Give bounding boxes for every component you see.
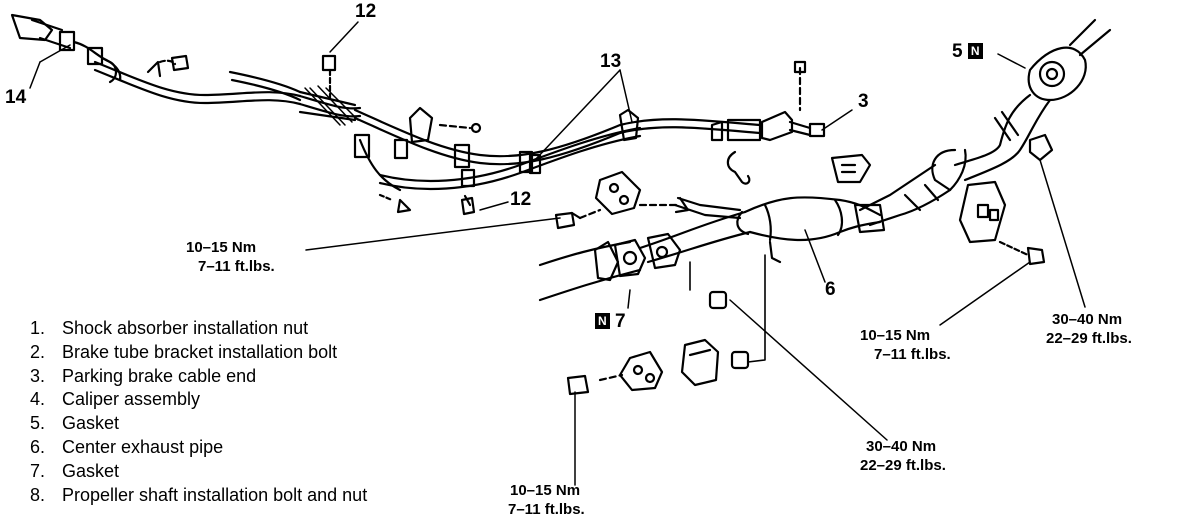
torque-nm: 10–15 Nm <box>510 482 581 499</box>
callout-12-bottom: 12 <box>510 189 532 210</box>
callout-7-number: 7 <box>614 311 626 332</box>
torque-ftlbs: 7–11 ft.lbs. <box>508 501 585 518</box>
legend-number: 8. <box>30 484 46 505</box>
torque-nm: 30–40 Nm <box>866 438 937 455</box>
callout-13: 13 <box>600 51 622 72</box>
torque-spec: 10–15 Nm 7–11 ft.lbs. <box>508 481 585 518</box>
legend-item: 3. Parking brake cable end <box>30 365 367 389</box>
legend-text: Gasket <box>62 460 120 481</box>
n-badge-icon: N <box>967 43 983 59</box>
legend-text: Gasket <box>62 413 120 434</box>
legend-item: 5. Gasket <box>30 412 367 436</box>
leader-lines <box>29 21 1086 486</box>
legend-text: Caliper assembly <box>62 389 201 410</box>
torque-spec: 30–40 Nm 22–29 ft.lbs. <box>1046 310 1132 348</box>
torque-nm: 10–15 Nm <box>860 327 931 344</box>
legend-item: 6. Center exhaust pipe <box>30 436 367 460</box>
torque-ftlbs: 22–29 ft.lbs. <box>1046 330 1132 347</box>
torque-spec: 30–40 Nm 22–29 ft.lbs. <box>860 437 946 475</box>
torque-spec: 10–15 Nm 7–11 ft.lbs. <box>186 238 275 276</box>
callout-3: 3 <box>858 91 869 112</box>
legend-number: 2. <box>30 341 46 362</box>
rear-exhaust-right <box>858 18 1112 266</box>
legend-item: 4. Caliper assembly <box>30 388 367 412</box>
torque-ftlbs: 7–11 ft.lbs. <box>198 258 275 275</box>
callout-12-top: 12 <box>355 1 377 22</box>
legend-item: 8. Propeller shaft installation bolt and … <box>30 484 367 508</box>
callout-7: N 7 <box>595 312 626 331</box>
hangers <box>554 170 750 396</box>
callout-6: 6 <box>825 279 836 300</box>
legend-number: 1. <box>30 318 46 338</box>
legend-number: 5. <box>30 413 46 434</box>
torque-ftlbs: 22–29 ft.lbs. <box>860 457 946 474</box>
torque-spec: 10–15 Nm 7–11 ft.lbs. <box>860 326 951 364</box>
legend-text: Brake tube bracket installation bolt <box>62 341 338 362</box>
legend-item: 1. Shock absorber installation nut <box>30 317 367 341</box>
callout-5-number: 5 <box>952 41 963 62</box>
legend-text: Center exhaust pipe <box>62 436 224 457</box>
torque-nm: 10–15 Nm <box>186 239 257 256</box>
legend-item: 2. Brake tube bracket installation bolt <box>30 341 367 365</box>
parking-brake-cables <box>93 60 872 192</box>
legend-number: 7. <box>30 460 46 481</box>
legend-number: 6. <box>30 436 46 457</box>
center-exhaust-pipe <box>538 196 886 363</box>
legend-text: Propeller shaft installation bolt and nu… <box>62 484 368 505</box>
legend-text: Parking brake cable end <box>62 365 257 386</box>
brake-hose-left <box>10 13 476 216</box>
n-badge-icon: N <box>595 313 610 329</box>
callout-14: 14 <box>5 87 27 108</box>
legend-item: 7. Gasket <box>30 460 367 484</box>
parts-legend: 1. Shock absorber installation nut 2. Brak… <box>30 317 367 507</box>
torque-nm: 30–40 Nm <box>1052 311 1123 328</box>
torque-ftlbs: 7–11 ft.lbs. <box>874 346 951 363</box>
legend-number: 4. <box>30 389 46 410</box>
legend-text: Shock absorber installation nut <box>62 318 309 338</box>
callout-5: 5 N <box>952 42 983 61</box>
legend-number: 3. <box>30 365 46 386</box>
